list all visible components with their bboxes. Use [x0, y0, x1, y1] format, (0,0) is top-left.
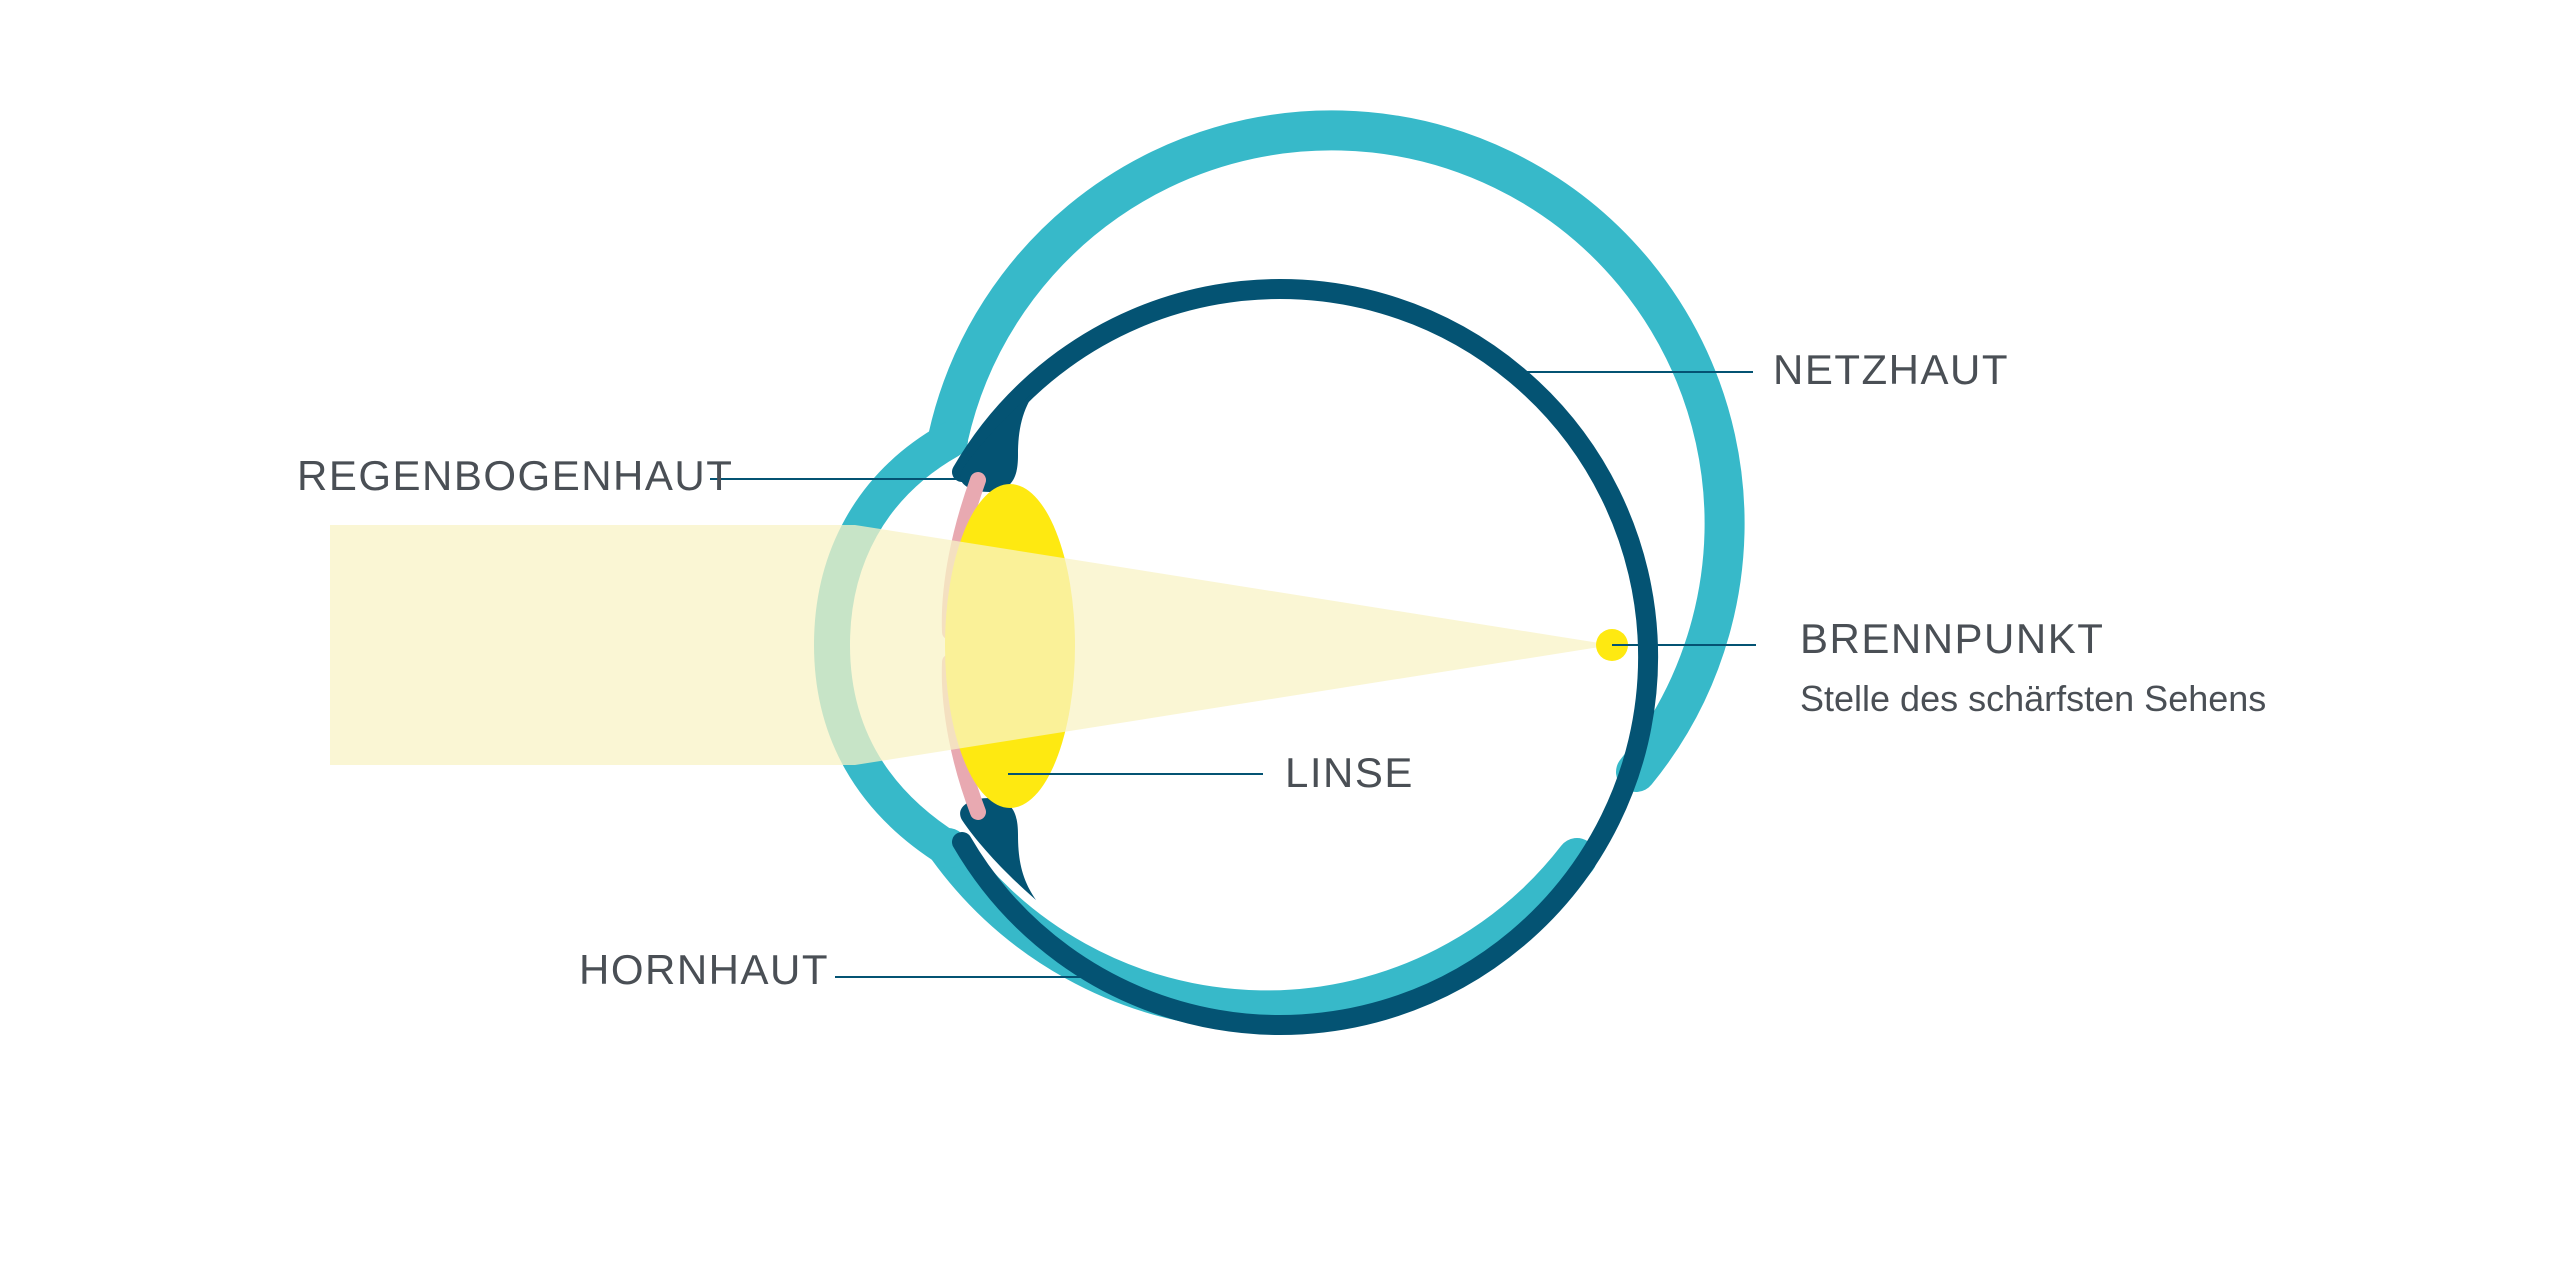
ciliary-body-lower — [960, 798, 1036, 900]
label-hornhaut: HORNHAUT — [579, 946, 829, 993]
light-beam — [330, 525, 1612, 765]
label-brennpunkt: BRENNPUNKT — [1800, 615, 2104, 662]
retina-ring — [952, 279, 1659, 1035]
label-regenbogenhaut: REGENBOGENHAUT — [297, 452, 733, 499]
ciliary-body-upper — [960, 390, 1036, 492]
label-brennpunkt-subtitle: Stelle des schärfsten Sehens — [1800, 678, 2266, 719]
label-linse: LINSE — [1285, 749, 1414, 796]
sclera-arc — [928, 110, 1745, 792]
label-netzhaut: NETZHAUT — [1773, 346, 2009, 393]
